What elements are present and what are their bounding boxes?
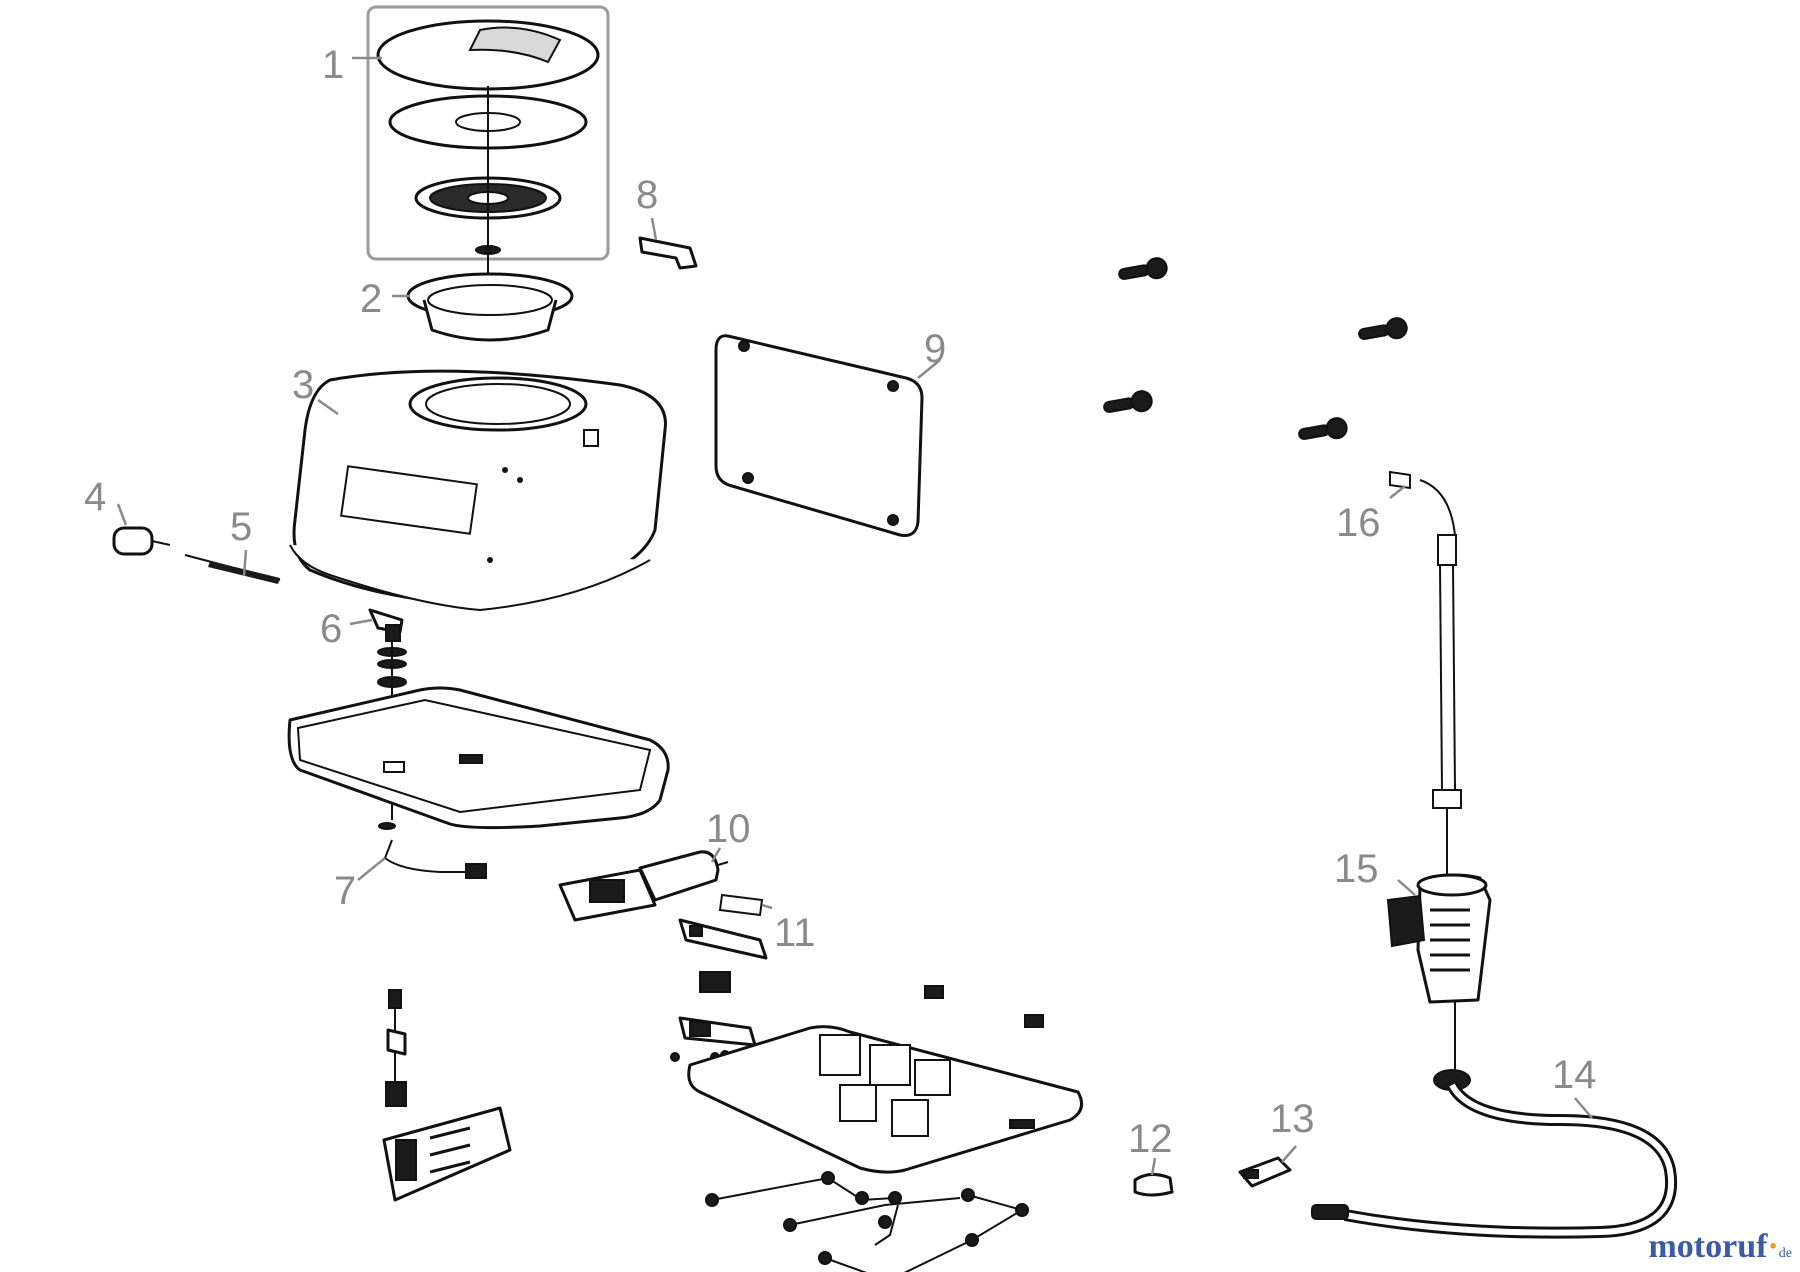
part-14-hose bbox=[1311, 1069, 1678, 1239]
callout-7: 7 bbox=[334, 869, 356, 913]
watermark-main: motoruf bbox=[1648, 1228, 1768, 1265]
part-7-wire bbox=[378, 822, 487, 879]
base-frame bbox=[687, 985, 1084, 1174]
callout-3: 3 bbox=[292, 363, 314, 407]
callout-12: 12 bbox=[1128, 1117, 1173, 1161]
part-12-foot bbox=[1133, 1173, 1174, 1197]
callout-6: 6 bbox=[320, 607, 342, 651]
part-5-pin bbox=[184, 554, 281, 584]
part-11-switch bbox=[678, 893, 768, 993]
part-16-lance bbox=[1389, 470, 1462, 880]
leader-lines bbox=[116, 56, 1593, 1176]
watermark-accent: · bbox=[1767, 1228, 1779, 1265]
callout-13: 13 bbox=[1270, 1097, 1315, 1141]
callout-10: 10 bbox=[706, 807, 751, 851]
part-9-gasket bbox=[714, 334, 924, 537]
callout-1: 1 bbox=[322, 43, 344, 87]
callout-8: 8 bbox=[636, 173, 658, 217]
part-8-clip bbox=[638, 236, 698, 270]
screws bbox=[1103, 257, 1408, 440]
part-4-cap bbox=[112, 526, 171, 556]
callout-2: 2 bbox=[360, 277, 382, 321]
callout-9: 9 bbox=[924, 327, 946, 371]
base-tray bbox=[287, 686, 670, 830]
callout-16: 16 bbox=[1336, 501, 1381, 545]
part-15-handle bbox=[1386, 873, 1492, 1070]
part-13-connector bbox=[1238, 1156, 1292, 1188]
rubber-feet bbox=[705, 1171, 1029, 1272]
watermark-logo: motoruf·de bbox=[1648, 1228, 1792, 1266]
callout-14: 14 bbox=[1552, 1053, 1597, 1097]
callout-11: 11 bbox=[774, 911, 816, 955]
watermark-suffix: de bbox=[1778, 1246, 1792, 1261]
callout-5: 5 bbox=[230, 505, 252, 549]
part-1-lid-assembly bbox=[366, 5, 610, 330]
callout-15: 15 bbox=[1334, 847, 1379, 891]
callout-4: 4 bbox=[84, 475, 106, 519]
callout-labels: 1 2 3 4 5 6 7 8 9 10 11 12 13 14 15 16 bbox=[84, 43, 1597, 1161]
part-2-ring bbox=[406, 272, 574, 342]
part-10-pump bbox=[558, 850, 729, 922]
part-3-tank-housing bbox=[289, 369, 667, 612]
latch-assembly bbox=[382, 989, 512, 1202]
